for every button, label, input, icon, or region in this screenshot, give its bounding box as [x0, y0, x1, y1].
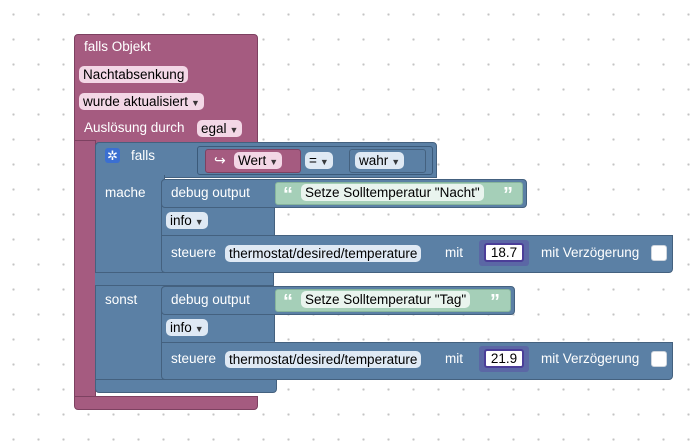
- chevron-down-icon: ▼: [229, 125, 239, 135]
- control-object-id: thermostat/desired/temperature: [229, 352, 418, 367]
- number-field[interactable]: 21.9: [484, 349, 524, 368]
- quote-open-icon: “: [283, 184, 293, 206]
- if-label: falls: [131, 148, 156, 163]
- value-variable-name: Wert: [238, 153, 267, 168]
- operator-dropdown[interactable]: =▼: [305, 152, 333, 169]
- boolean-value: wahr: [359, 153, 389, 168]
- control-label: steuere: [171, 245, 217, 260]
- quote-open-icon: “: [283, 291, 293, 313]
- text-field[interactable]: Setze Solltemperatur "Nacht": [301, 184, 484, 201]
- number-value: 21.9: [490, 351, 518, 366]
- debug-output-label: debug output: [171, 185, 250, 200]
- if-block-else-row: [95, 272, 274, 286]
- quote-close-icon: ”: [490, 291, 500, 313]
- trigger-cause-value: egal: [201, 121, 227, 136]
- trigger-object-field[interactable]: Nachtabsenkung: [79, 66, 189, 83]
- trigger-cause-dropdown[interactable]: egal▼: [197, 120, 243, 137]
- debug-output-label: debug output: [171, 292, 250, 307]
- number-value: 18.7: [490, 245, 518, 260]
- control-object-id: thermostat/desired/temperature: [229, 246, 418, 261]
- delay-label: mit Verzögerung: [541, 245, 640, 260]
- trigger-block-spine: [74, 140, 96, 404]
- debug-level-dropdown[interactable]: info▼: [166, 212, 208, 229]
- text-field-value: Setze Solltemperatur "Tag": [305, 292, 467, 307]
- control-with-label: mit: [445, 351, 463, 366]
- trigger-block-bottom: [74, 396, 258, 410]
- chevron-down-icon: ▼: [194, 324, 204, 334]
- chevron-down-icon: ▼: [191, 98, 200, 108]
- quote-close-icon: ”: [503, 184, 513, 206]
- operator-value: =: [309, 153, 317, 168]
- debug-level-value: info: [170, 213, 192, 228]
- value-variable-dropdown[interactable]: Wert▼: [234, 152, 283, 169]
- chevron-down-icon: ▼: [269, 157, 279, 167]
- else-label: sonst: [105, 292, 138, 307]
- delay-checkbox[interactable]: [651, 245, 667, 261]
- variable-arrow-icon: ↪: [214, 152, 226, 168]
- delay-label: mit Verzögerung: [541, 351, 640, 366]
- control-object-field[interactable]: thermostat/desired/temperature: [225, 351, 422, 368]
- trigger-object-id: Nachtabsenkung: [83, 67, 185, 82]
- if-block-bottom: [95, 379, 277, 393]
- number-field[interactable]: 18.7: [484, 243, 524, 262]
- trigger-cause-label: Auslösung durch: [84, 120, 185, 135]
- trigger-event-value: wurde aktualisiert: [83, 94, 189, 109]
- control-label: steuere: [171, 351, 217, 366]
- then-label: mache: [105, 185, 146, 200]
- debug-level-dropdown[interactable]: info▼: [166, 319, 208, 336]
- control-object-field[interactable]: thermostat/desired/temperature: [225, 245, 422, 262]
- control-with-label: mit: [445, 245, 463, 260]
- boolean-dropdown[interactable]: wahr▼: [355, 152, 405, 169]
- text-field-value: Setze Solltemperatur "Nacht": [305, 185, 480, 200]
- chevron-down-icon: ▼: [391, 157, 401, 167]
- trigger-event-dropdown[interactable]: wurde aktualisiert▼: [79, 93, 204, 110]
- text-field[interactable]: Setze Solltemperatur "Tag": [301, 291, 471, 308]
- trigger-title: falls Objekt: [84, 39, 151, 54]
- chevron-down-icon: ▼: [194, 217, 204, 227]
- debug-level-value: info: [170, 320, 192, 335]
- gear-icon[interactable]: ✲: [105, 148, 120, 163]
- delay-checkbox[interactable]: [651, 351, 667, 367]
- chevron-down-icon: ▼: [319, 157, 329, 167]
